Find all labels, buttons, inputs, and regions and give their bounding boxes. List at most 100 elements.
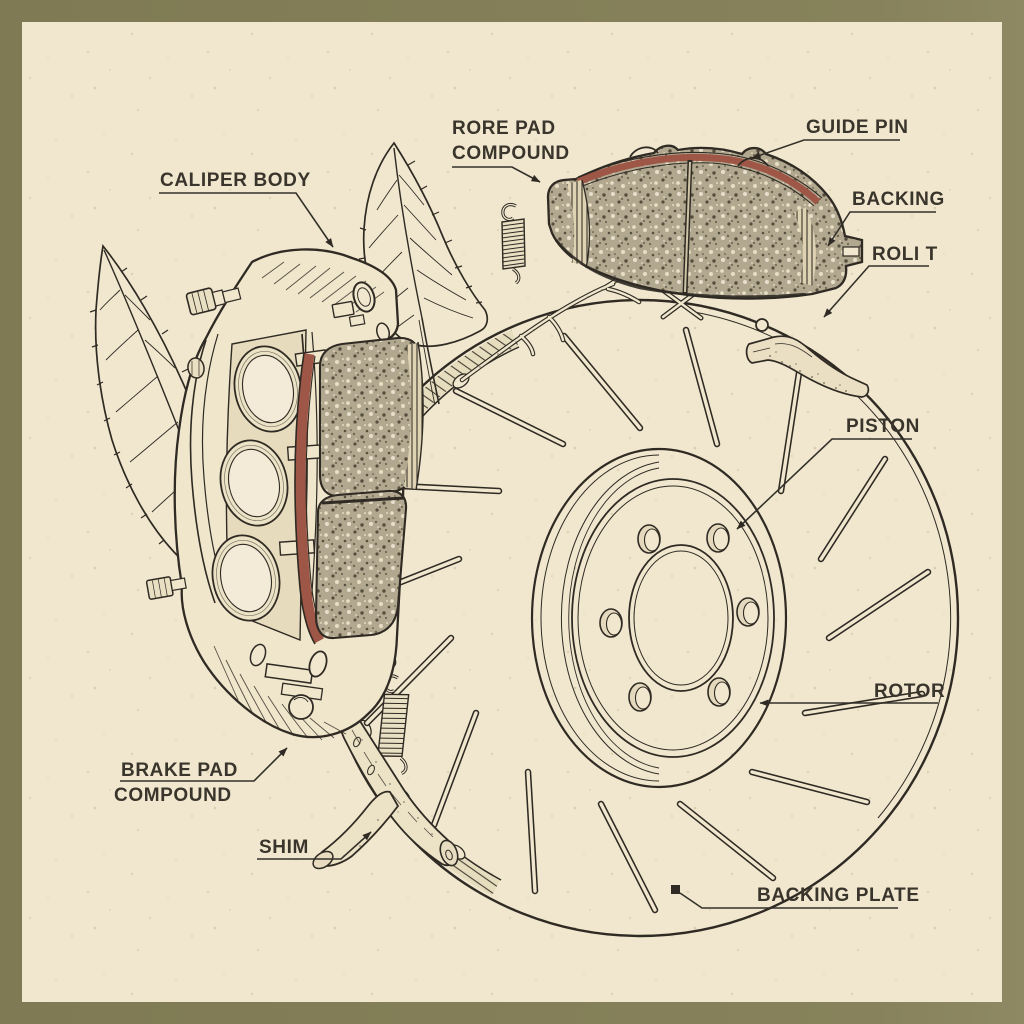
brake-pad-exploded <box>546 144 864 300</box>
hub-face-ring-inner <box>577 485 769 751</box>
mounted-pad-edge-line <box>415 341 424 491</box>
labels: CALIPER BODY RORE PAD COMPOUND GUIDE PIN… <box>114 117 945 909</box>
hub-center-bore-inner <box>633 550 729 686</box>
lug-hole <box>706 523 730 553</box>
hub-outer-ring <box>530 447 788 789</box>
label-roli-t-text: ROLI T <box>872 244 938 265</box>
pad-right-ear-notch <box>842 246 860 257</box>
hub-depth-arc1 <box>540 454 660 782</box>
spring-bottom-hook2-fill <box>400 757 407 775</box>
wear-clip-facets <box>752 343 813 358</box>
pad-bottom-shadow <box>554 239 807 298</box>
leader-brake-pad-compound <box>120 747 288 782</box>
label-caliper-body-text: CALIPER BODY <box>160 170 311 191</box>
label-backing: BACKING <box>827 189 945 247</box>
backing-plate-marker-square <box>671 885 680 894</box>
label-backing-plate: BACKING PLATE <box>671 885 920 909</box>
label-piston: PISTON <box>736 416 920 530</box>
spring-bottom-coils <box>378 697 409 754</box>
caliper-rail2 <box>310 331 318 607</box>
twig-trunk <box>333 694 457 867</box>
twig-bottom-shim <box>312 694 459 870</box>
label-rore-pad-compound: RORE PAD COMPOUND <box>452 118 570 183</box>
mounted-pad-backing-edge1 <box>294 352 316 645</box>
leader-caliper-body <box>159 192 334 248</box>
mounted-pad-edge-hatch <box>404 343 424 489</box>
spring-bottom <box>377 674 410 775</box>
leaf-stem <box>421 317 440 405</box>
label-shim-text: SHIM <box>259 837 309 858</box>
label-rotor: ROTOR <box>759 681 945 707</box>
label-brake-pad-line1: BRAKE PAD <box>121 760 238 781</box>
lug-hole <box>637 524 661 554</box>
spring-top-hook-fill <box>502 203 517 221</box>
wear-clip-stipple <box>769 351 847 392</box>
pad-backing-strip-edge2 <box>579 162 815 207</box>
label-piston-text: PISTON <box>846 416 920 437</box>
bracket-oval-hole2 <box>249 643 267 667</box>
label-guide-pin-text: GUIDE PIN <box>806 117 909 138</box>
twig-top-stipple <box>479 289 603 368</box>
spring-top-coils <box>501 222 525 267</box>
leader-roli-t <box>823 265 929 318</box>
spring-top <box>501 202 526 285</box>
caliper-bracket-bottom <box>249 643 328 720</box>
caliper-pistons <box>211 345 303 622</box>
bracket-oval-hole <box>308 650 328 678</box>
mounted-pad-gap <box>321 496 405 505</box>
lug-hole <box>736 597 760 627</box>
mounted-brake-pad <box>294 336 424 645</box>
leader-shim <box>257 831 372 860</box>
label-shim: SHIM <box>257 831 372 860</box>
leader-piston <box>736 438 912 530</box>
pad-left-endcap-hatch <box>566 179 590 266</box>
pad-right-endcap-hatch <box>794 207 816 286</box>
label-backing-text: BACKING <box>852 189 945 210</box>
twig-cut-end <box>439 839 459 867</box>
mounted-pad-friction-lower <box>314 489 408 640</box>
piston-2 <box>219 439 289 527</box>
pad-center-slot-fill <box>684 161 691 293</box>
leaf-stem-line2 <box>418 319 436 406</box>
small-washer-top <box>755 318 769 332</box>
piston-3 <box>211 534 281 622</box>
spring-bottom-body <box>377 693 410 758</box>
piston-1 <box>233 345 303 433</box>
boss-bolt-mid <box>187 357 205 379</box>
leader-backing-plate <box>679 892 898 909</box>
twig-cut-end-ring <box>445 849 453 861</box>
rotor-hub <box>530 447 788 789</box>
lug-holes <box>599 523 760 712</box>
caliper-bottom-hatch <box>213 645 347 741</box>
hub-center-bore-outer <box>628 544 734 692</box>
label-brake-pad-line2: COMPOUND <box>114 785 232 806</box>
twig-underside-hatch <box>351 729 434 838</box>
pad-backing-strip-edge1 <box>577 151 823 199</box>
leader-guide-pin <box>751 139 900 159</box>
lug-hole <box>628 682 652 712</box>
twig-fork-end <box>312 850 334 870</box>
caliper-left-band1 <box>189 339 216 604</box>
bleeder-bolt-bottom <box>145 576 187 600</box>
spring-top-hook2-fill <box>512 268 520 284</box>
bracket-round-hole <box>288 694 314 720</box>
lug-hole <box>599 608 623 638</box>
label-guide-pin: GUIDE PIN <box>751 117 909 159</box>
label-rotor-text: ROTOR <box>874 681 945 702</box>
leader-rore-pad-compound <box>452 166 541 183</box>
label-rore-pad-line1: RORE PAD <box>452 118 556 139</box>
mounted-pad-backing-red <box>294 353 324 644</box>
bleeder-bolt-top <box>185 287 242 316</box>
lug-hole <box>707 677 731 707</box>
label-rore-pad-line2: COMPOUND <box>452 143 570 164</box>
label-brake-pad-compound: BRAKE PAD COMPOUND <box>114 747 288 806</box>
wear-clip-body <box>745 335 870 398</box>
twig-knot2 <box>367 764 375 776</box>
label-roli-t: ROLI T <box>823 244 938 318</box>
hub-depth-arc2 <box>560 461 660 775</box>
caliper-assembly <box>145 248 424 741</box>
label-backing-plate-text: BACKING PLATE <box>757 885 920 906</box>
mounted-pad-friction-upper <box>318 336 421 498</box>
